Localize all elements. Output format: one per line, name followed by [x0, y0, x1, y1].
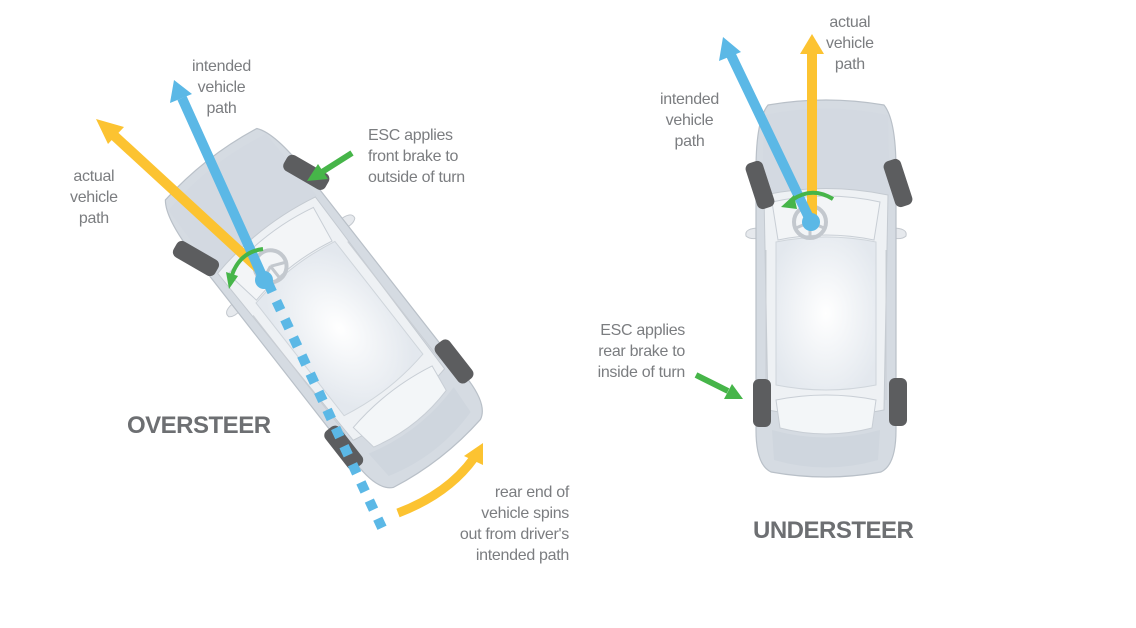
- oversteer-intended-path-label: intended vehicle path: [192, 58, 251, 117]
- understeer-rotation-arrow-icon: [781, 190, 835, 209]
- oversteer-actual-path-label: actual vehicle path: [70, 168, 118, 227]
- understeer-intended-path-label: intended vehicle path: [660, 91, 719, 150]
- understeer-actual-path-label: actual vehicle path: [826, 14, 874, 73]
- oversteer-intended-path-dotted: [263, 280, 389, 535]
- oversteer-title: OVERSTEER: [127, 412, 271, 439]
- understeer-intended-path-arrow: [719, 37, 820, 231]
- rear-left-tire-icon: [753, 379, 771, 427]
- oversteer-rotation-arrow-icon: [226, 247, 264, 289]
- understeer-car: [743, 98, 914, 479]
- oversteer-rear-spin-label: rear end of vehicle spins out from drive…: [459, 484, 569, 564]
- oversteer-actual-path-arrow: [96, 119, 262, 272]
- oversteer-esc-arrow-icon: [307, 150, 354, 181]
- oversteer-esc-label: ESC applies front brake to outside of tu…: [368, 127, 465, 186]
- oversteer-intended-path-arrow: [170, 80, 273, 289]
- understeer-esc-label: ESC applies rear brake to inside of turn: [597, 322, 686, 381]
- rear-right-tire-icon: [889, 378, 907, 426]
- understeer-title: UNDERSTEER: [753, 517, 914, 544]
- understeer-esc-arrow-icon: [694, 372, 743, 399]
- oversteer-rear-spin-arrow-icon: [396, 443, 483, 518]
